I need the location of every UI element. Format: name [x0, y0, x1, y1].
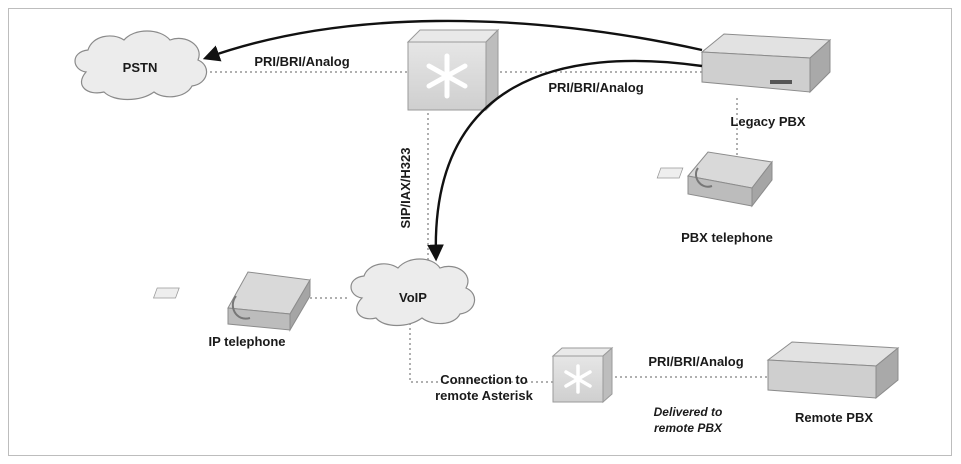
diagram-frame: [8, 8, 952, 456]
call-path-arrows: [202, 19, 703, 262]
remote-asterisk-icon: [564, 364, 592, 394]
connection-label-line1: Connection to: [440, 372, 527, 387]
remote-pbx-label: Remote PBX: [795, 410, 873, 425]
voip-label: VoIP: [399, 290, 427, 305]
connection-lines: [200, 71, 768, 383]
voip-cloud: VoIP: [350, 258, 476, 327]
voip-link-label: SIP/IAX/H323: [398, 148, 413, 229]
remote-pbx-device: Remote PBX: [766, 341, 900, 425]
delivered-label-line2: remote PBX: [654, 421, 723, 435]
legacy-pbx-label: Legacy PBX: [730, 114, 805, 129]
connection-label-line2: remote Asterisk: [435, 388, 534, 403]
arrow-legacy-to-voip: [427, 59, 703, 262]
pbx-telephone-label: PBX telephone: [681, 230, 773, 245]
pstn-label: PSTN: [123, 60, 158, 75]
asterisk-icon: [426, 53, 468, 99]
remote-link-label: PRI/BRI/Analog: [648, 354, 743, 369]
legacy-link-label: PRI/BRI/Analog: [548, 80, 643, 95]
legacy-pbx-device: Legacy PBX: [700, 33, 832, 129]
asterisk-server: [406, 28, 500, 112]
delivered-label-line1: Delivered to: [654, 405, 723, 419]
remote-asterisk-server: [551, 346, 614, 404]
pbx-indicator-icon: [770, 80, 792, 84]
ip-telephone-label: IP telephone: [208, 334, 285, 349]
voip-remote-asterisk-line: [409, 318, 553, 383]
pstn-link-label: PRI/BRI/Analog: [254, 54, 349, 69]
pbx-telephone-icon: PBX telephone: [656, 151, 773, 245]
pstn-cloud: PSTN: [74, 30, 208, 101]
ip-telephone-icon: IP telephone: [152, 271, 311, 349]
arrow-legacy-to-pstn: [202, 19, 703, 62]
